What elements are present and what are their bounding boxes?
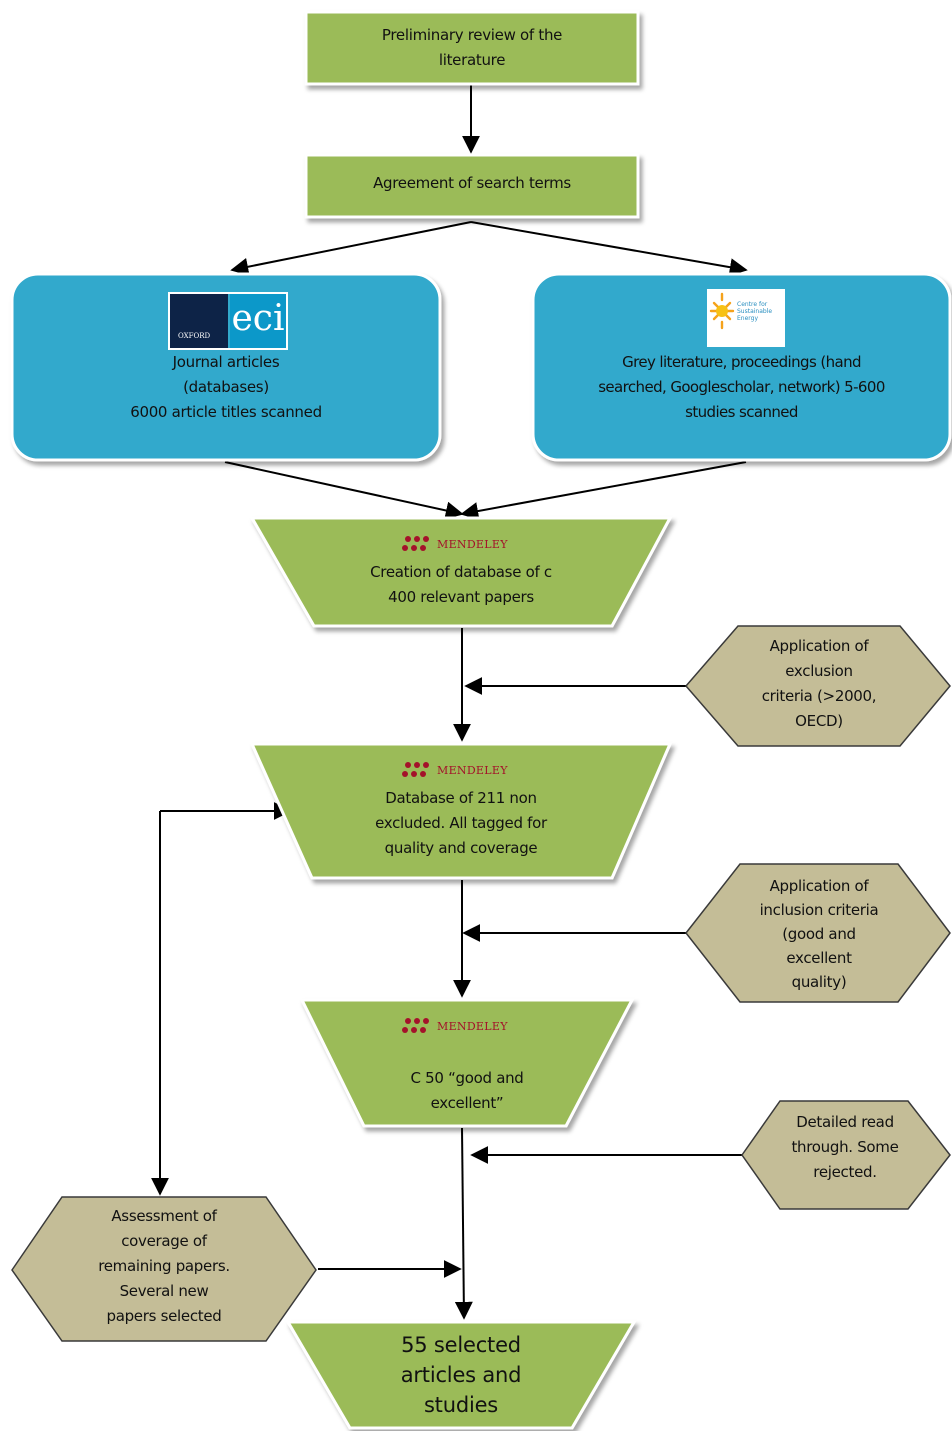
mendeley-logo-icon: MENDELEY [402,759,508,781]
connectors [151,85,748,1320]
journal-articles-text: Journal articles (databases) 6000 articl… [130,353,322,421]
inclusion-criteria-text: Application of inclusion criteria (good … [759,877,879,991]
exclusion-criteria-hexagon [685,625,951,747]
detailed-read-hexagon [741,1100,951,1210]
arrow-journal-to-database [224,461,464,520]
c50-trapezoid [299,998,635,1128]
mendeley-label: MENDELEY [437,537,508,551]
arrow-search-to-journal [230,221,472,276]
database-211-text: Database of 211 non excluded. All tagged… [375,789,547,857]
coverage-assessment-hexagon [11,1196,317,1342]
arrow-c50-to-selected [454,1127,473,1320]
mendeley-label: MENDELEY [437,763,508,777]
mendeley-label: MENDELEY [437,1019,508,1033]
journal-articles-box [10,272,442,462]
c50-text: C 50 “good and excellent” [410,1069,524,1112]
preliminary-review-box [304,10,640,86]
preliminary-review-text: Preliminary review of the literature [381,26,563,69]
grey-literature-box [531,272,952,462]
oxford-label: OXFORD [178,332,211,340]
exclusion-criteria-text: Application of exclusion criteria (>2000… [761,637,877,730]
database-211-trapezoid [249,742,673,880]
database-creation-trapezoid [249,516,673,628]
selected-text: 55 selected articles and studies [400,1333,522,1417]
selected-trapezoid [285,1320,637,1430]
arrow-search-to-grey [470,221,748,277]
search-terms-box [304,153,640,219]
inclusion-criteria-hexagon [685,863,951,1003]
eci-label: eci [230,294,286,348]
detailed-read-text: Detailed read through. Some rejected. [791,1113,899,1181]
database-creation-text: Creation of database of c 400 relevant p… [370,563,552,606]
mendeley-logo-icon: MENDELEY [402,1015,508,1037]
coverage-assessment-text: Assessment of coverage of remaining pape… [98,1207,230,1325]
search-terms-text: Agreement of search terms [373,174,571,192]
arrow-grey-to-database [460,461,747,520]
oxford-shield-icon: OXFORD [170,294,228,348]
cse-label: Centre for Sustainable Energy [737,301,773,322]
mendeley-logo-icon: MENDELEY [402,533,508,555]
grey-literature-text: Grey literature, proceedings (hand searc… [598,353,885,421]
oxford-eci-logo-icon: OXFORD eci [168,292,288,350]
cse-logo-text: Centre for Sustainable Energy [707,289,785,347]
cse-sun-logo-icon [707,289,785,347]
